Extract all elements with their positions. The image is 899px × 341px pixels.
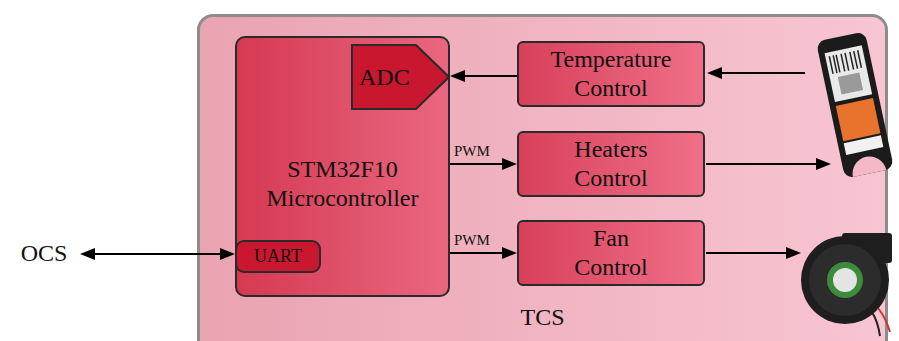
node-text: ADC — [359, 63, 410, 92]
adc-block: ADC — [351, 44, 450, 110]
process-box: Heaters Control — [517, 131, 705, 197]
node-text: Temperature Control — [551, 45, 672, 103]
process-box: Fan Control — [517, 220, 705, 286]
node-text: Heaters Control — [574, 135, 647, 193]
uart-block: UART — [235, 240, 321, 273]
edge-label-holder: PWM — [454, 142, 490, 160]
node-text: UART — [254, 246, 302, 268]
signal-name: PWM — [454, 232, 490, 248]
microcontroller-box: STM32F10 Microcontroller ADC UART — [235, 36, 450, 297]
node-text: STM32F10 Microcontroller — [267, 155, 419, 213]
process-box: Temperature Control — [517, 41, 705, 107]
system-boundary: TCS STM32F10 Microcontroller ADC UART Temper… — [197, 14, 888, 341]
edge-label-holder: PWM — [454, 231, 490, 249]
signal-name: PWM — [454, 143, 490, 159]
node-text: OCS — [21, 239, 68, 268]
node-text: Fan Control — [574, 224, 647, 282]
external-system: OCS — [8, 239, 80, 267]
node-text: TCS — [520, 303, 564, 332]
